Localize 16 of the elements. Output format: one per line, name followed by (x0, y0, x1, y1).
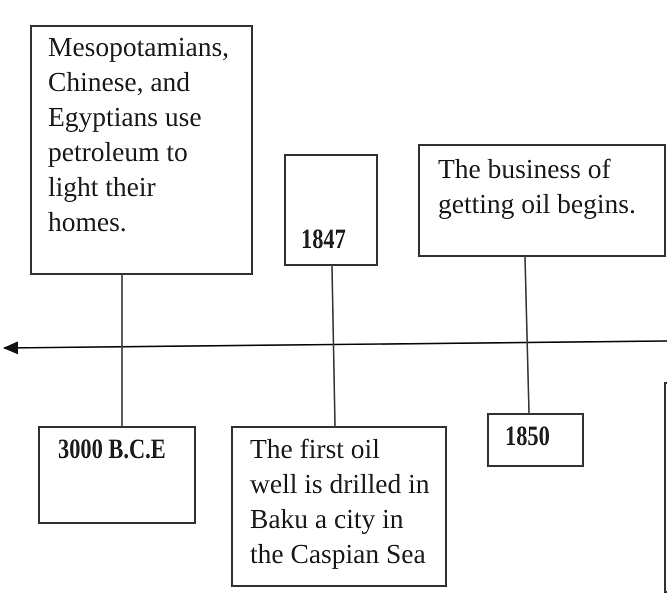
event-box (231, 426, 447, 587)
event-text: Mesopotamians, Chinese, and Egyptians use petroleum to light their homes. (48, 30, 230, 239)
partial-box (664, 382, 667, 593)
connector-line (121, 275, 123, 426)
year-label: 1847 (301, 226, 346, 254)
year-label: 1850 (505, 423, 550, 451)
connector-line (331, 266, 336, 426)
connector-line (524, 256, 530, 414)
event-box (30, 25, 253, 275)
event-text: The first oil well is drilled in Baku a city in the Caspian Sea (250, 432, 430, 571)
event-box (418, 144, 666, 257)
date-box (38, 426, 196, 524)
date-box (487, 413, 584, 467)
year-label: 3000 B.C.E (58, 436, 166, 464)
event-text: The business of getting oil begins. (438, 152, 637, 221)
date-box (284, 154, 378, 266)
